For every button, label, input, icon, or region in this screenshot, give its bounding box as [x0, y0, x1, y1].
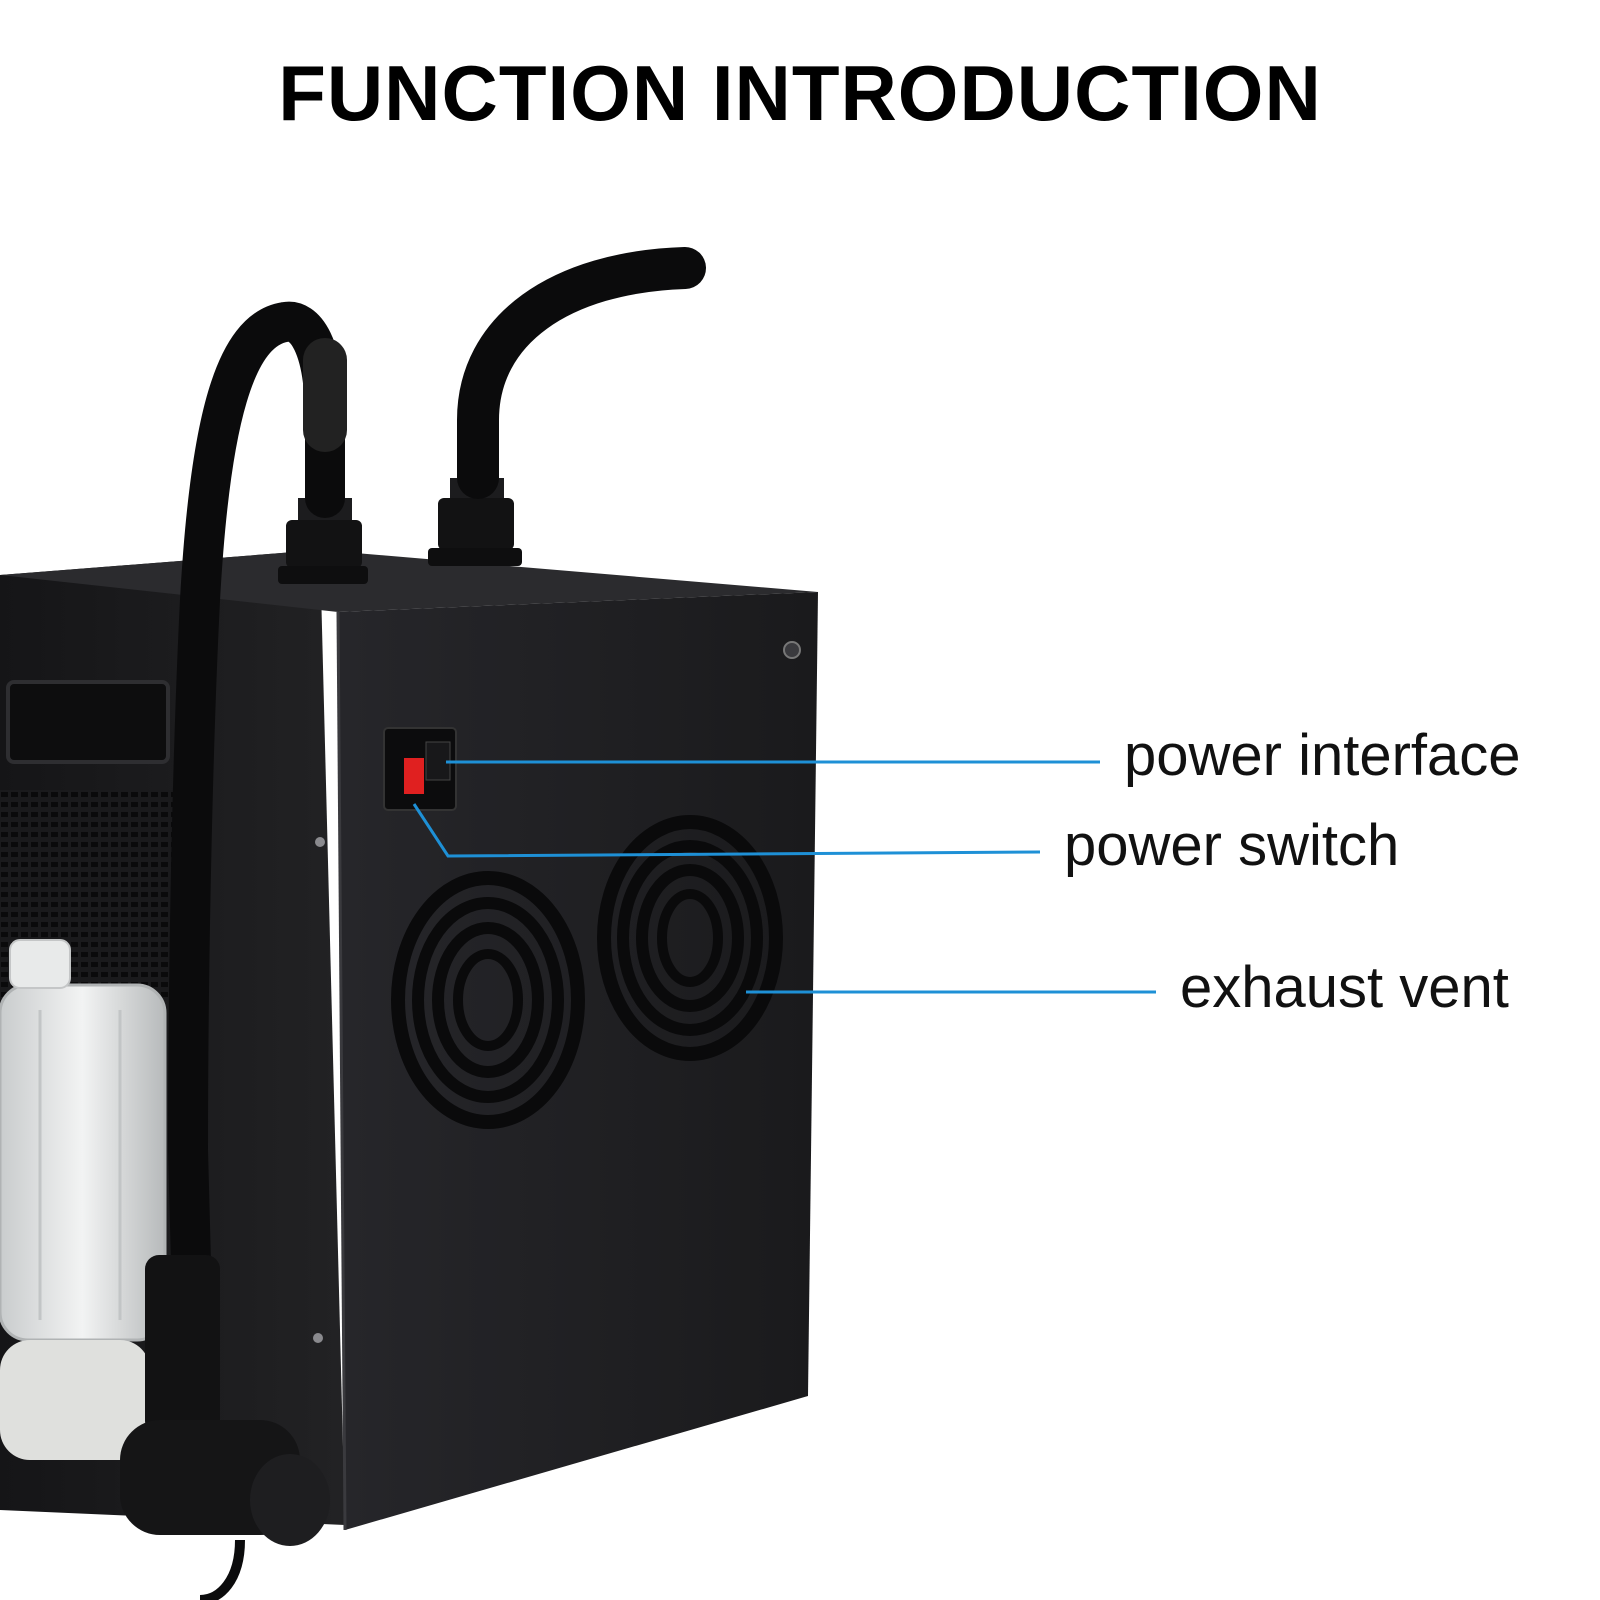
- exhaust-fan-left: [391, 871, 585, 1129]
- power-module: [383, 727, 457, 811]
- page-title: FUNCTION INTRODUCTION: [278, 49, 1322, 137]
- filter-canister: [0, 939, 167, 1460]
- water-pump: [120, 1255, 330, 1600]
- callout-lines: [412, 760, 1156, 994]
- water-hoses: [167, 247, 706, 1320]
- exhaust-fan-right: [597, 815, 783, 1061]
- callout-label-power-switch: power switch: [1064, 813, 1400, 878]
- callout-line-power-switch: [412, 803, 1041, 858]
- callout-label-power-interface: power interface: [1124, 723, 1521, 788]
- callout-label-exhaust-vent: exhaust vent: [1180, 955, 1509, 1020]
- power-switch-rocker: [404, 758, 424, 794]
